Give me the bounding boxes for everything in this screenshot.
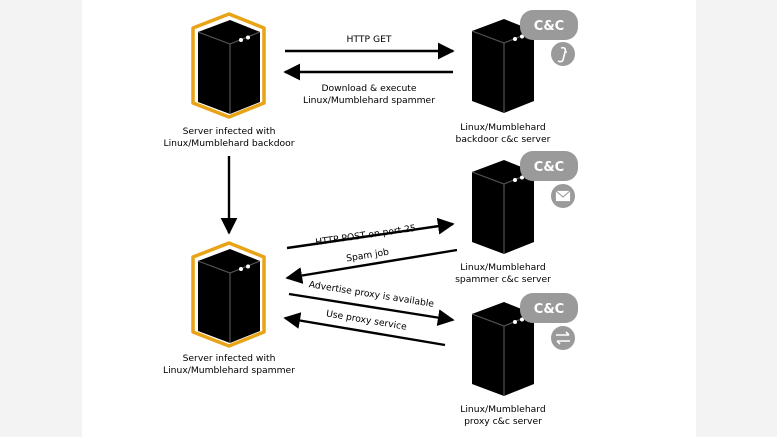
- infected-spammer-server: [191, 241, 266, 348]
- cc-proxy-label-line2: proxy c&c server: [464, 416, 542, 427]
- http-post-arrow: [286, 217, 455, 250]
- cc-spammer-badge: C&C: [520, 151, 578, 181]
- advertise-proxy-label: Advertise proxy is available: [308, 279, 435, 310]
- infected-spammer-label-line1: Server infected with: [183, 353, 276, 364]
- cc-backdoor-badge-text: C&C: [534, 19, 564, 34]
- download-label-line1: Download & execute: [321, 83, 416, 94]
- http-post-label: HTTP POST on port 25: [315, 223, 417, 248]
- cc-proxy-label-line1: Linux/Mumblehard: [460, 404, 546, 415]
- advertise-proxy-arrow: [288, 292, 455, 326]
- infected-spammer-label-line2: Linux/Mumblehard spammer: [163, 365, 295, 376]
- cc-spammer-badge-text: C&C: [534, 160, 564, 175]
- http-get-label: HTTP GET: [347, 34, 392, 45]
- cc-spammer-label-line1: Linux/Mumblehard: [460, 262, 546, 273]
- infected-backdoor-label-line2: Linux/Mumblehard backdoor: [163, 138, 294, 149]
- envelope-icon: [551, 184, 575, 208]
- cc-backdoor-label-line2: backdoor c&c server: [456, 134, 551, 145]
- cc-spammer-label-line2: spammer c&c server: [455, 274, 551, 285]
- infected-backdoor-label-line1: Server infected with: [183, 126, 276, 137]
- swap-arrows-icon: [551, 326, 575, 350]
- download-label-line2: Linux/Mumblehard spammer: [303, 95, 435, 106]
- spam-job-arrow: [285, 248, 458, 284]
- cc-proxy-badge-text: C&C: [534, 302, 564, 317]
- cc-backdoor-badge: C&C: [520, 10, 578, 40]
- cc-proxy-badge: C&C: [520, 293, 578, 323]
- cc-backdoor-label-line1: Linux/Mumblehard: [460, 122, 546, 133]
- use-proxy-arrow: [283, 312, 446, 347]
- shell-script-icon: [551, 42, 575, 66]
- infected-backdoor-server: [191, 12, 266, 119]
